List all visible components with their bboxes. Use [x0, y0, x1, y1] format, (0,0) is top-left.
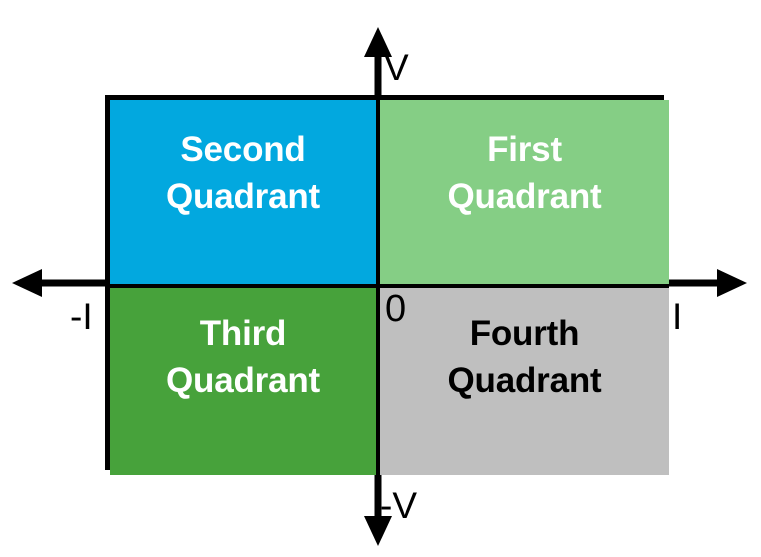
quadrant-third-line2: Quadrant: [166, 361, 320, 400]
axis-label-current-positive: I: [672, 296, 683, 337]
quadrant-fourth-line2: Quadrant: [447, 361, 602, 400]
axis-label-current-negative: -I: [70, 296, 93, 337]
axis-label-voltage-negative: -V: [380, 485, 417, 526]
quadrant-third[interactable]: Third Quadrant: [110, 288, 380, 475]
quadrant-first-line2: Quadrant: [447, 177, 602, 216]
axis-label-voltage-positive: V: [384, 47, 409, 88]
quadrant-second-line2: Quadrant: [166, 177, 320, 216]
quadrant-first[interactable]: First Quadrant: [380, 100, 669, 288]
axis-arrow-left: [12, 269, 42, 297]
quadrant-fourth-line1: Fourth: [469, 314, 580, 353]
quadrant-second-line1: Second: [180, 130, 306, 169]
axis-arrow-down: [364, 516, 392, 546]
quadrant-first-line1: First: [487, 130, 562, 169]
axis-arrow-right: [717, 269, 747, 297]
quadrant-third-line1: Third: [199, 314, 287, 353]
quadrant-grid: Second Quadrant First Quadrant Third Qua…: [105, 95, 669, 475]
quadrant-second[interactable]: Second Quadrant: [110, 100, 380, 288]
axis-label-origin: 0: [385, 288, 407, 330]
axis-arrow-up: [364, 27, 392, 57]
quadrant-fourth[interactable]: Fourth Quadrant: [380, 288, 669, 475]
